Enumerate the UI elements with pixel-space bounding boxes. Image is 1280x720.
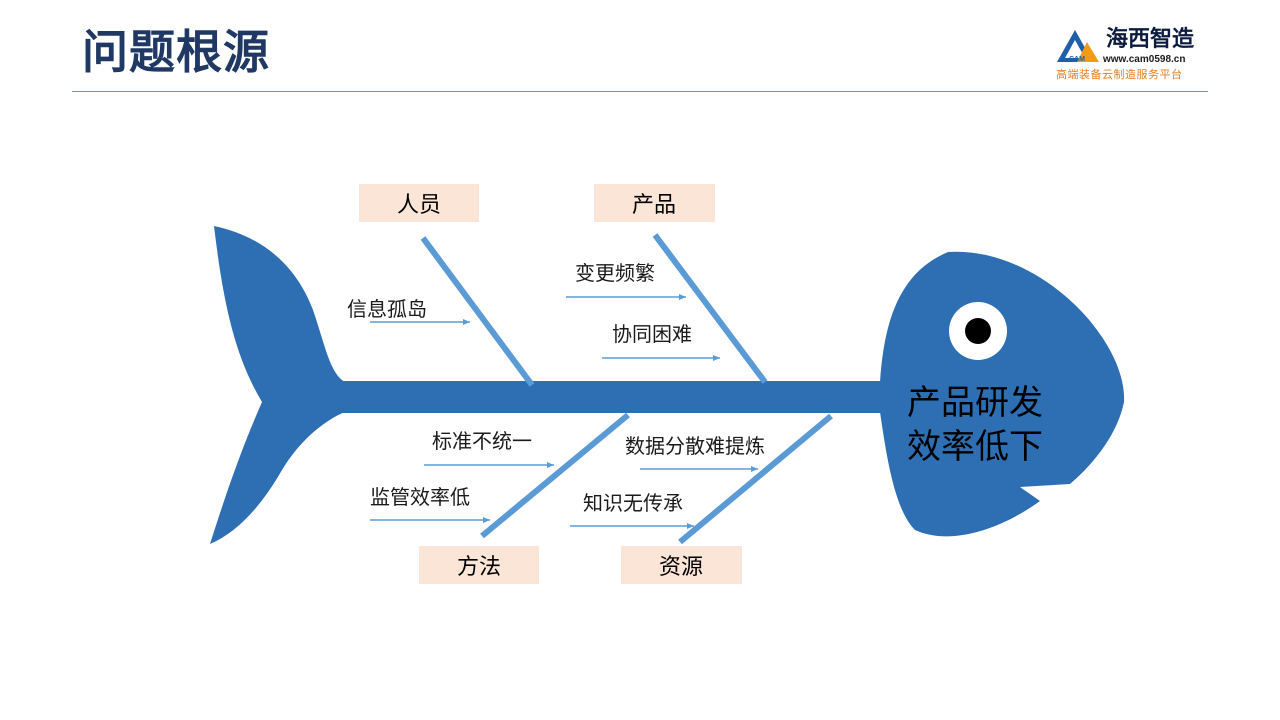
category-box-product: 产品 — [594, 184, 715, 222]
cause-label-no-standard: 标准不统一 — [432, 429, 532, 453]
bone-resource — [678, 413, 833, 545]
fish-spine — [342, 381, 890, 413]
fish-head — [880, 251, 1125, 537]
category-label-product: 产品 — [632, 193, 676, 218]
cause-label-weak-supervision: 监管效率低 — [370, 485, 470, 509]
cause-label-frequent-changes: 变更频繁 — [575, 261, 655, 285]
logo-badge: CAM — [1069, 56, 1085, 63]
logo-website-url: www.cam0598.cn — [1103, 54, 1186, 65]
logo-company-name: 海西智造 — [1106, 27, 1195, 52]
fish-tail — [210, 226, 345, 544]
header-divider — [72, 91, 1208, 92]
bone-people — [420, 236, 535, 387]
cause-label-info-silo: 信息孤岛 — [347, 297, 427, 321]
cause-label-data-scattered: 数据分散难提炼 — [625, 434, 765, 458]
logo-tagline: 高端装备云制造服务平台 — [1056, 68, 1183, 81]
page-title: 问题根源 — [82, 25, 270, 79]
problem-label-line2: 效率低下 — [907, 427, 1043, 467]
bone-method — [480, 412, 630, 539]
category-box-resource: 资源 — [621, 546, 742, 584]
bone-product — [652, 233, 768, 384]
category-label-method: 方法 — [457, 555, 501, 580]
category-label-people: 人员 — [397, 193, 441, 218]
problem-label-line1: 产品研发 — [907, 383, 1043, 423]
category-box-people: 人员 — [359, 184, 479, 222]
company-logo: CAM 海西智造 www.cam0598.cn 高端装备云制造服务平台 — [1055, 26, 1215, 86]
fish-pupil — [965, 318, 991, 344]
cause-label-knowledge-loss: 知识无传承 — [583, 491, 683, 515]
cause-label-collab-difficulty: 协同困难 — [612, 322, 692, 346]
logo-mark-icon: CAM — [1057, 30, 1099, 63]
category-box-method: 方法 — [419, 546, 539, 584]
category-label-resource: 资源 — [659, 555, 703, 580]
